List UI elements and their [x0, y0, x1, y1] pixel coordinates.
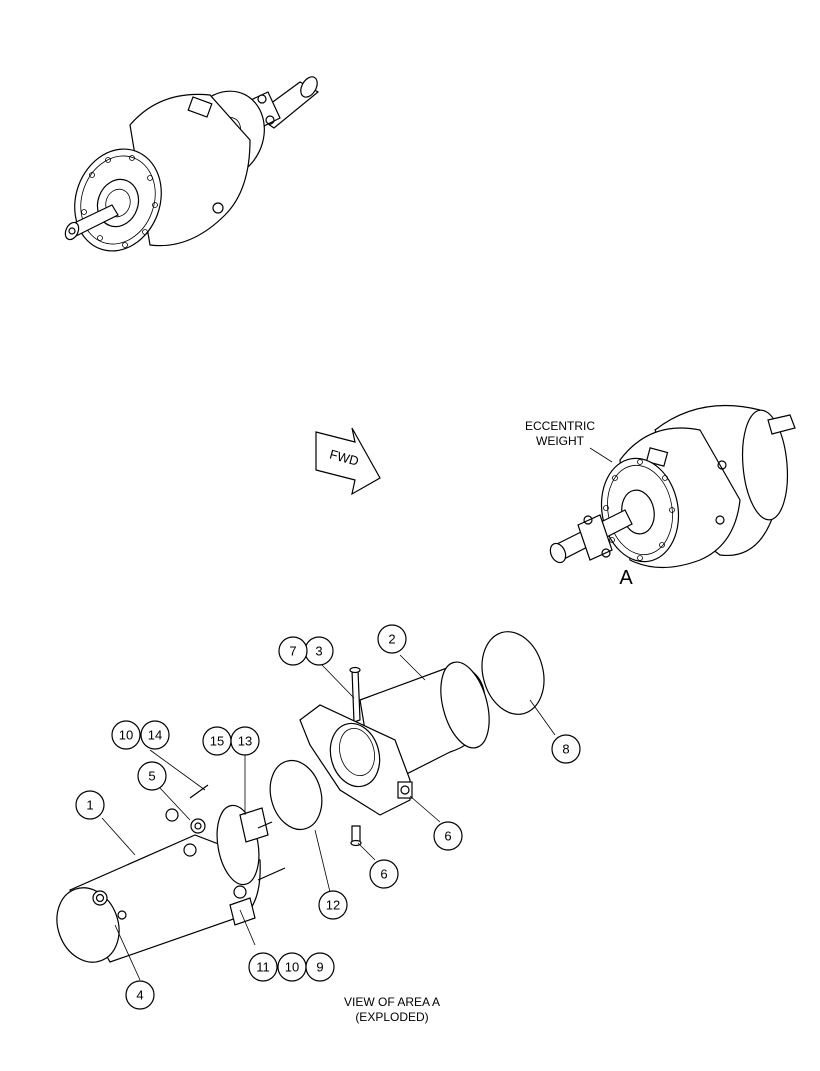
callout-5: 5 [137, 761, 167, 791]
callout-6-lower: 6 [369, 859, 399, 889]
callout-10-lower: 10 [277, 952, 307, 982]
o-ring-8 [481, 631, 545, 715]
view-caption-line2: (EXPLODED) [355, 1010, 428, 1024]
svg-text:6: 6 [380, 867, 387, 882]
callout-9: 9 [305, 952, 335, 982]
top-vibrator-assembly [64, 76, 320, 252]
svg-text:5: 5 [148, 769, 155, 784]
eccentric-label-line1: ECCENTRIC [525, 419, 595, 433]
callout-1: 1 [75, 790, 105, 820]
exploded-view [56, 631, 545, 963]
forward-direction-arrow: FWD [315, 427, 381, 496]
callout-2: 2 [377, 624, 407, 654]
svg-text:15: 15 [210, 734, 224, 749]
callout-8: 8 [551, 734, 581, 764]
svg-text:6: 6 [444, 829, 451, 844]
right-vibrator-assembly: ECCENTRIC WEIGHT A [525, 404, 796, 589]
callout-13: 13 [230, 726, 260, 756]
svg-text:8: 8 [562, 742, 569, 757]
leader-lines [101, 654, 556, 981]
svg-text:7: 7 [289, 644, 296, 659]
svg-text:12: 12 [326, 898, 340, 913]
o-ring-12 [269, 759, 323, 831]
callout-6-upper: 6 [433, 821, 463, 851]
callout-3: 3 [304, 636, 334, 666]
callout-10-upper: 10 [111, 720, 141, 750]
callout-14: 14 [140, 720, 170, 750]
svg-text:4: 4 [136, 988, 143, 1003]
view-caption-line1: VIEW OF AREA A [344, 995, 440, 1009]
svg-text:13: 13 [238, 734, 252, 749]
svg-text:10: 10 [285, 960, 299, 975]
svg-text:1: 1 [86, 798, 93, 813]
svg-text:3: 3 [315, 644, 322, 659]
eccentric-label-line2: WEIGHT [536, 434, 585, 448]
callout-7: 7 [278, 636, 308, 666]
area-a-letter: A [619, 567, 633, 589]
svg-text:14: 14 [148, 728, 162, 743]
fwd-label: FWD [328, 447, 360, 469]
svg-text:9: 9 [316, 960, 323, 975]
callout-11: 11 [248, 952, 278, 982]
svg-text:10: 10 [119, 728, 133, 743]
callout-12: 12 [318, 890, 348, 920]
svg-text:2: 2 [388, 632, 395, 647]
svg-text:11: 11 [256, 960, 270, 975]
callout-4: 4 [125, 980, 155, 1010]
callout-15: 15 [202, 726, 232, 756]
